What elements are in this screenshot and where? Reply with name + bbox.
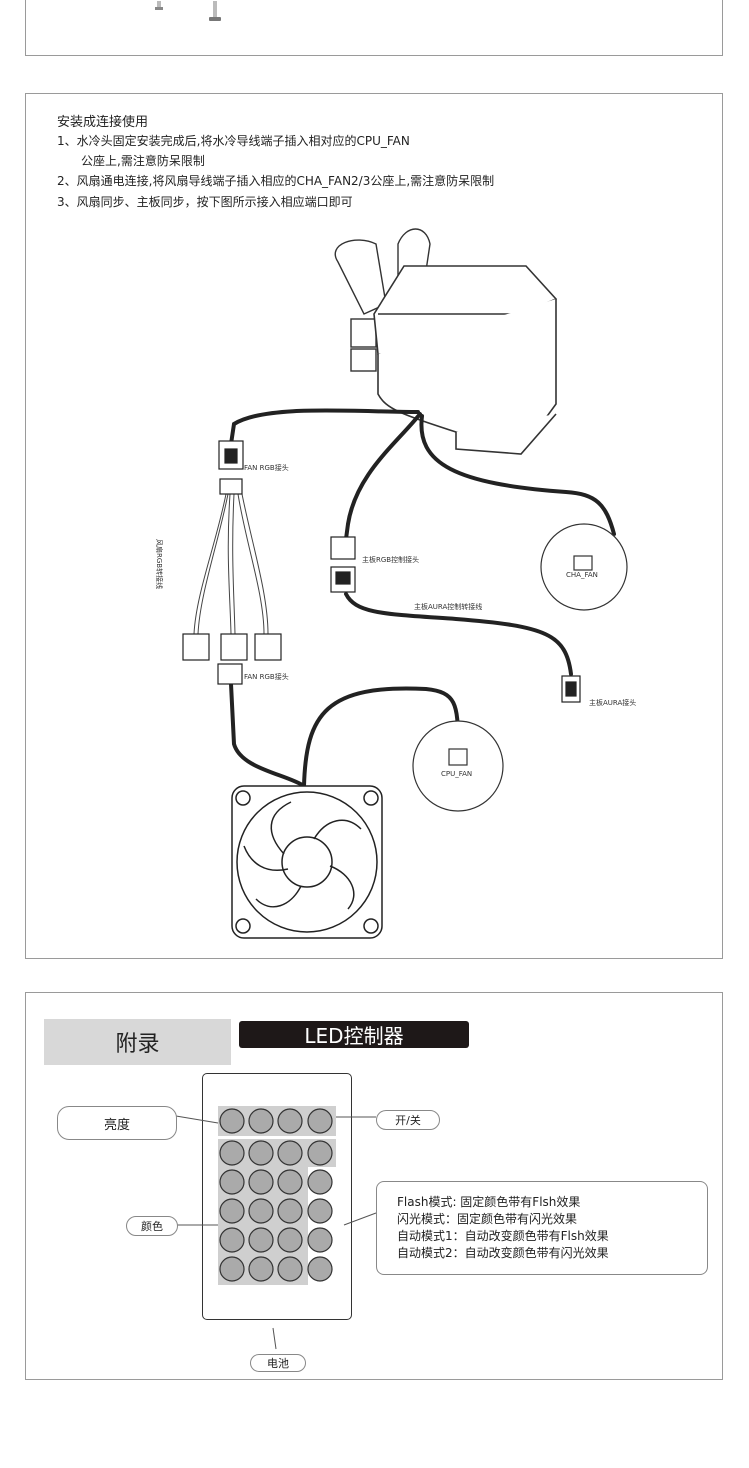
appendix-tag: 附录: [44, 1019, 231, 1065]
pump-head: [373, 265, 557, 455]
label-aura-cable: 主板AURA控制转接线: [414, 603, 483, 611]
install-title: 安装成连接使用: [57, 115, 149, 130]
remote-button[interactable]: [307, 1140, 333, 1166]
fan-illustration: [231, 785, 383, 939]
remote-button[interactable]: [219, 1140, 245, 1166]
remote-button[interactable]: [248, 1108, 274, 1134]
remote-button[interactable]: [277, 1198, 303, 1224]
wiring-diagram: [182, 228, 628, 939]
remote-button[interactable]: [277, 1169, 303, 1195]
header-circles: [412, 523, 628, 812]
remote-controller: [202, 1073, 352, 1320]
modes-box: Flash模式: 固定颜色带有Flsh效果 闪光模式：固定颜色带有闪光效果 自动…: [376, 1181, 708, 1275]
remote-button[interactable]: [277, 1140, 303, 1166]
appendix-panel: 附录 LED控制器 亮度 开/关 颜色 电池 Flash模式: 固定颜色带有Fl…: [25, 992, 723, 1380]
remote-button[interactable]: [307, 1256, 333, 1282]
connectors: [182, 440, 581, 703]
remote-button[interactable]: [277, 1256, 303, 1282]
top-panel: [25, 0, 723, 56]
callout-battery: 电池: [250, 1354, 306, 1372]
remote-button[interactable]: [219, 1256, 245, 1282]
install-step-2: 2、风扇通电连接,将风扇导线端子插入相应的CHA_FAN2/3公座上,需注意防呆…: [57, 174, 495, 188]
label-cpu-fan: CPU_FAN: [441, 770, 473, 778]
splitter-wires: [193, 493, 269, 635]
remote-button[interactable]: [307, 1198, 333, 1224]
mode-1: Flash模式: 固定颜色带有Flsh效果: [397, 1195, 581, 1209]
installation-panel: 安装成连接使用 1、水冷头固定安装完成后,将水冷导线端子插入相对应的CPU_FA…: [25, 93, 723, 959]
remote-button[interactable]: [219, 1227, 245, 1253]
screw-illustration: [155, 1, 221, 21]
label-board-rgb-ctrl: 主板RGB控制接头: [362, 556, 420, 564]
callout-color: 颜色: [126, 1216, 178, 1236]
mode-4: 自动模式2：自动改变颜色带有闪光效果: [397, 1246, 609, 1260]
mode-3: 自动模式1：自动改变颜色带有Flsh效果: [397, 1229, 609, 1243]
remote-button[interactable]: [307, 1108, 333, 1134]
callout-onoff: 开/关: [376, 1110, 440, 1130]
remote-button[interactable]: [219, 1198, 245, 1224]
mode-2: 闪光模式：固定颜色带有闪光效果: [397, 1212, 578, 1226]
led-title: LED控制器: [304, 1024, 404, 1048]
label-aura-header: 主板AURA接头: [589, 699, 637, 707]
install-step-1-cont: 公座上,需注意防呆限制: [81, 154, 205, 168]
remote-button[interactable]: [248, 1140, 274, 1166]
remote-button[interactable]: [307, 1227, 333, 1253]
label-cha-fan: CHA_FAN: [566, 571, 598, 579]
callout-brightness: 亮度: [57, 1106, 177, 1140]
install-step-1: 1、水冷头固定安装完成后,将水冷导线端子插入相对应的CPU_FAN: [57, 134, 410, 148]
remote-button[interactable]: [219, 1108, 245, 1134]
remote-button[interactable]: [307, 1169, 333, 1195]
label-fan-rgb-top: FAN RGB接头: [244, 464, 289, 472]
appendix-tag-text: 附录: [115, 1032, 160, 1057]
label-splitter: 风扇RGB转接线: [155, 539, 163, 590]
led-title-bar: LED控制器: [239, 1021, 469, 1048]
label-fan-rgb-bottom: FAN RGB接头: [244, 673, 289, 681]
remote-button[interactable]: [277, 1227, 303, 1253]
install-step-3: 3、风扇同步、主板同步，按下图所示接入相应端口即可: [57, 195, 353, 209]
remote-button[interactable]: [248, 1227, 274, 1253]
cables: [229, 408, 616, 788]
remote-button[interactable]: [248, 1256, 274, 1282]
remote-button[interactable]: [248, 1169, 274, 1195]
remote-button[interactable]: [248, 1198, 274, 1224]
callout-lines: [175, 1115, 377, 1350]
remote-button[interactable]: [219, 1169, 245, 1195]
remote-button[interactable]: [277, 1108, 303, 1134]
remote-buttons: [175, 1106, 377, 1350]
